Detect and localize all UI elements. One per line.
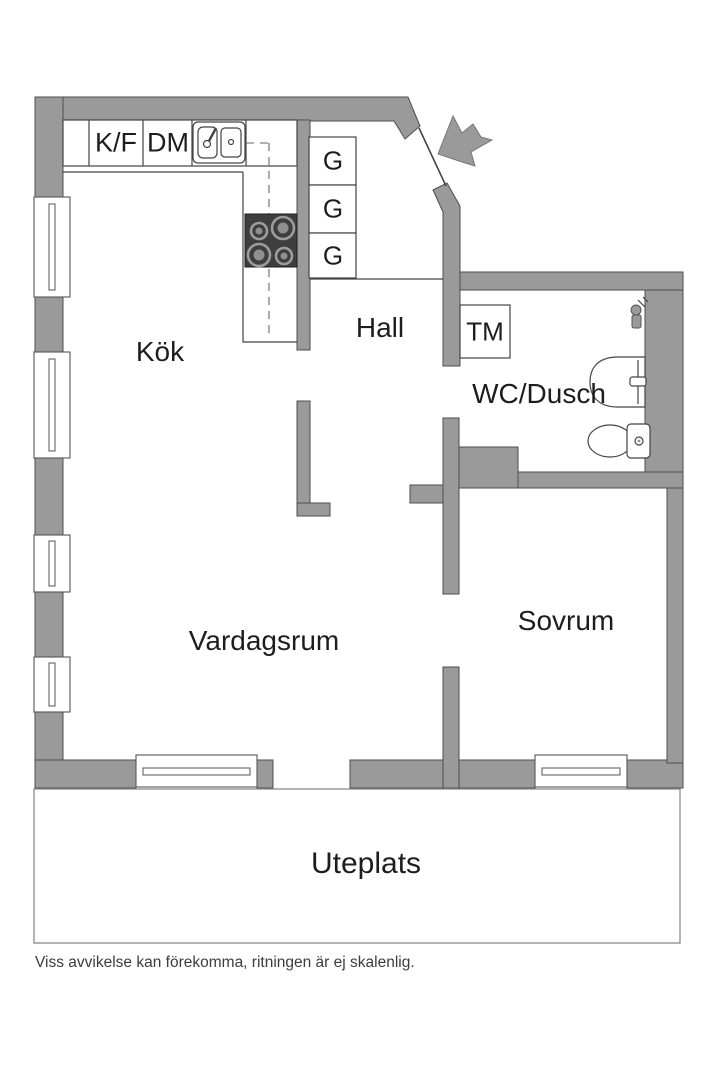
wall-left — [34, 591, 64, 658]
fridge-freezer-label: K/F — [94, 127, 138, 158]
wardrobe-label: G — [322, 145, 344, 176]
room-label-patio: Uteplats — [310, 847, 422, 880]
wall-entrance — [432, 182, 461, 367]
wall-bottom — [34, 759, 137, 789]
wall-livingroom-l-foot — [296, 502, 331, 517]
shower-icon — [630, 296, 649, 329]
window-icon — [33, 351, 71, 459]
disclaimer-text: Viss avvikelse kan förekomma, ritningen … — [35, 954, 415, 971]
wardrobe-box — [308, 184, 357, 234]
wall-left — [34, 96, 64, 198]
wall-bathroom-bottom — [458, 446, 519, 489]
kitchen-counter — [62, 119, 443, 343]
wall-left — [34, 457, 64, 536]
window-icon — [33, 196, 71, 298]
wall-kitchen-east — [296, 119, 311, 351]
room-label-hall: Hall — [355, 312, 405, 343]
wardrobe-box — [308, 232, 357, 279]
window-icon — [33, 656, 71, 713]
wall-bathroom-top — [458, 271, 684, 291]
wall-right-bedroom — [666, 472, 684, 764]
wall-bedroom-left — [442, 666, 460, 789]
room-label-kitchen: Kök — [135, 336, 185, 367]
entrance-door-line — [418, 127, 447, 187]
wall-livingroom-l — [296, 400, 311, 517]
sink-icon — [192, 121, 246, 164]
wardrobe-label: G — [322, 193, 344, 224]
wall-left — [34, 296, 64, 353]
toilet-icon — [587, 423, 651, 459]
wardrobe-box — [308, 136, 357, 186]
interior-walls — [296, 119, 684, 789]
window-icon — [135, 754, 258, 788]
dishwasher-label: DM — [147, 127, 189, 158]
exterior-walls — [34, 96, 684, 789]
wall-right-bathroom — [644, 289, 684, 474]
wardrobe-boxes — [308, 136, 357, 279]
window-icon — [33, 534, 71, 593]
window-icon — [534, 754, 628, 788]
washing-machine-label: TM — [466, 316, 504, 347]
wall-hall-bedroom — [442, 417, 460, 595]
room-label-bedroom: Sovrum — [517, 605, 615, 636]
room-label-living-room: Vardagsrum — [188, 625, 340, 656]
room-label-bathroom: WC/Dusch — [472, 378, 606, 409]
stove-icon — [244, 213, 298, 268]
wall-bottom — [256, 759, 274, 789]
wall-bedroom-top — [517, 471, 684, 489]
washing-machine-box — [459, 304, 511, 359]
entrance-arrow-icon — [437, 114, 494, 167]
wall-hall-stub — [409, 484, 444, 504]
wall-bottom — [626, 759, 684, 789]
patio-outline — [33, 788, 681, 944]
wardrobe-label: G — [322, 240, 344, 271]
bathroom-fixtures — [587, 296, 651, 459]
windows — [33, 196, 628, 788]
washbasin-icon — [589, 356, 647, 408]
